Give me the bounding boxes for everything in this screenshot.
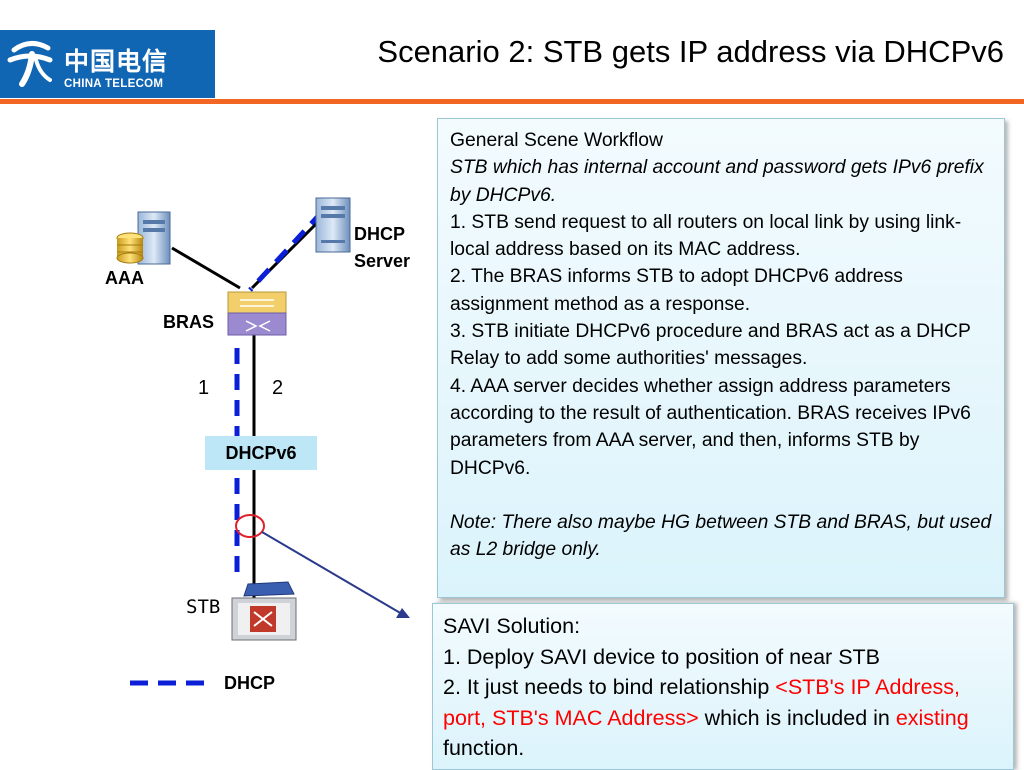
workflow-heading: General Scene Workflow (450, 130, 663, 151)
dhcp-relay-dashed-line (248, 210, 324, 292)
logo-chinese-text: 中国电信 (64, 47, 169, 76)
savi-item-2-end: function. (443, 736, 525, 760)
workflow-step-2: 2. The BRAS informs STB to adopt DHCPv6 … (450, 266, 903, 315)
china-telecom-emblem-icon (7, 41, 53, 87)
arrow-head-icon (396, 608, 410, 618)
savi-item-2-mid: which is included in (698, 705, 896, 730)
dhcp-server-label-line1: DHCP (354, 224, 406, 244)
dhcpv6-label: DHCPv6 (205, 436, 317, 470)
savi-binding-tuple: <STB's IP Address, port, STB's MAC Addre… (443, 675, 961, 730)
flow-number-1: 1 (198, 377, 210, 399)
flow-number-2: 2 (272, 377, 284, 399)
savi-item-2: 2. It just needs to bind relationship <S… (443, 672, 1003, 764)
logo-english-text: CHINA TELECOM (64, 78, 164, 90)
savi-position-circle (235, 514, 265, 538)
savi-existing-highlight: existing (895, 705, 969, 730)
savi-item-1: 1. Deploy SAVI device to position of nea… (443, 644, 881, 669)
aaa-server-icon (116, 211, 171, 265)
bras-router-icon (227, 291, 287, 336)
stb-device-icon (231, 581, 297, 641)
dhcp-server-label-line2: Server (354, 251, 411, 271)
china-telecom-logo: 中国电信 CHINA TELECOM (0, 30, 215, 98)
savi-pointer-arrow (261, 531, 403, 615)
savi-item-2-prefix: 2. It just needs to bind relationship (443, 675, 776, 699)
savi-heading: SAVI Solution: (443, 614, 581, 638)
dhcp-server-icon (315, 197, 351, 253)
workflow-step-3: 3. STB initiate DHCPv6 procedure and BRA… (450, 321, 971, 370)
bras-label: BRAS (163, 312, 215, 332)
title-divider (0, 99, 1024, 104)
legend-dhcp-label: DHCP (224, 673, 276, 693)
workflow-textbox: General Scene Workflow STB which has int… (437, 118, 1005, 598)
stb-label: STB (186, 596, 221, 618)
network-diagram (116, 197, 410, 686)
workflow-note: Note: There also maybe HG between STB an… (450, 511, 992, 561)
slide-title: Scenario 2: STB gets IP address via DHCP… (377, 34, 1004, 69)
aaa-label: AAA (105, 268, 144, 288)
aaa-bras-link (171, 246, 241, 290)
savi-solution-textbox: SAVI Solution: 1. Deploy SAVI device to … (432, 603, 1014, 770)
workflow-step-1: 1. STB send request to all routers on lo… (450, 211, 962, 261)
workflow-intro: STB which has internal account and passw… (450, 157, 984, 206)
workflow-step-4: 4. AAA server decides whether assign add… (450, 375, 971, 479)
